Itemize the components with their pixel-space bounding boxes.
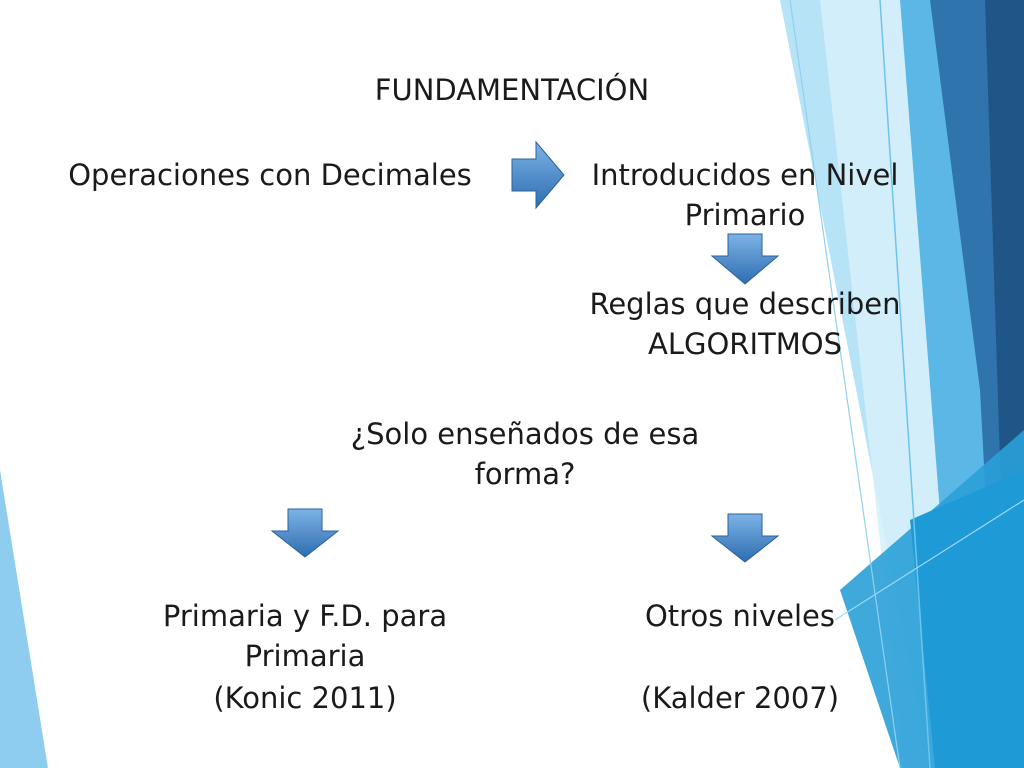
down-arrow-icon-left [270,508,340,558]
left-branch-line2: Primaria [244,639,366,673]
intro-text-line1: Introducidos en Nivel [591,158,899,192]
right-branch-citation: (Kalder 2007) [640,681,840,715]
down-arrow-icon-intro [710,233,780,285]
down-arrow-icon-right [710,513,780,563]
left-branch-line1: Primaria y F.D. para [162,599,448,633]
slide-title: FUNDAMENTACIÓN [374,73,650,107]
left-branch-citation: (Konic 2011) [213,681,397,715]
rules-text-line2: ALGORITMOS [648,327,842,361]
question-line1: ¿Solo enseñados de esa [350,417,700,451]
right-branch-label: Otros niveles [644,599,835,633]
deco-line-1 [879,0,931,768]
deco-line-2 [789,0,901,768]
right-arrow-icon [511,140,565,210]
deco-line-3 [834,499,1024,621]
source-label: Operaciones con Decimales [68,158,472,192]
deco-cyan-panel [910,470,1024,768]
rules-text-line1: Reglas que describen [589,287,901,321]
intro-text-line2: Primario [684,198,806,232]
left-sliver-shape [0,470,48,768]
question-line2: forma? [474,457,576,491]
